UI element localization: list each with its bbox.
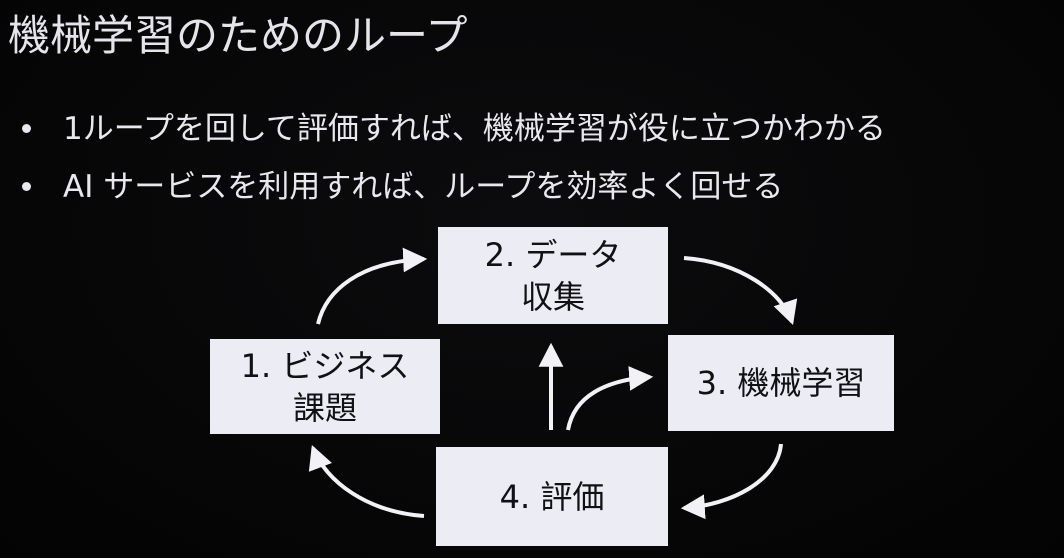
node-label: 収集 [520,277,585,316]
arrow-1-to-2 [316,247,428,325]
node-label: 2. データ [484,235,622,274]
node-data-collection: 2. データ 収集 [438,227,668,324]
bullet-item: AI サービスを利用すれば、ループを効率よく回せる [22,162,886,220]
arrow-3-to-4 [680,443,783,520]
bullet-dot-icon [22,124,31,133]
bullet-text: 1ループを回して評価すれば、機械学習が役に立つかわかる [63,111,886,147]
node-label: 課題 [292,388,357,427]
bullet-text: AI サービスを利用すれば、ループを効率よく回せる [63,169,784,205]
node-business-problem: 1. ビジネス 課題 [210,339,440,434]
bullet-item: 1ループを回して評価すれば、機械学習が役に立つかわかる [22,104,886,162]
node-machine-learning: 3. 機械学習 [668,335,894,431]
slide-title: 機械学習のためのループ [8,11,468,60]
node-evaluation: 4. 評価 [436,447,668,546]
arrow-2-to-3 [683,256,798,326]
bullet-dot-icon [22,182,31,191]
node-label: 1. ビジネス [240,346,410,385]
arrow-4-to-3 [566,366,654,431]
arrow-4-to-1 [308,445,425,518]
node-label: 4. 評価 [499,477,605,516]
bullet-list: 1ループを回して評価すれば、機械学習が役に立つかわかる AI サービスを利用すれ… [22,104,886,220]
node-label: 3. 機械学習 [696,364,866,402]
